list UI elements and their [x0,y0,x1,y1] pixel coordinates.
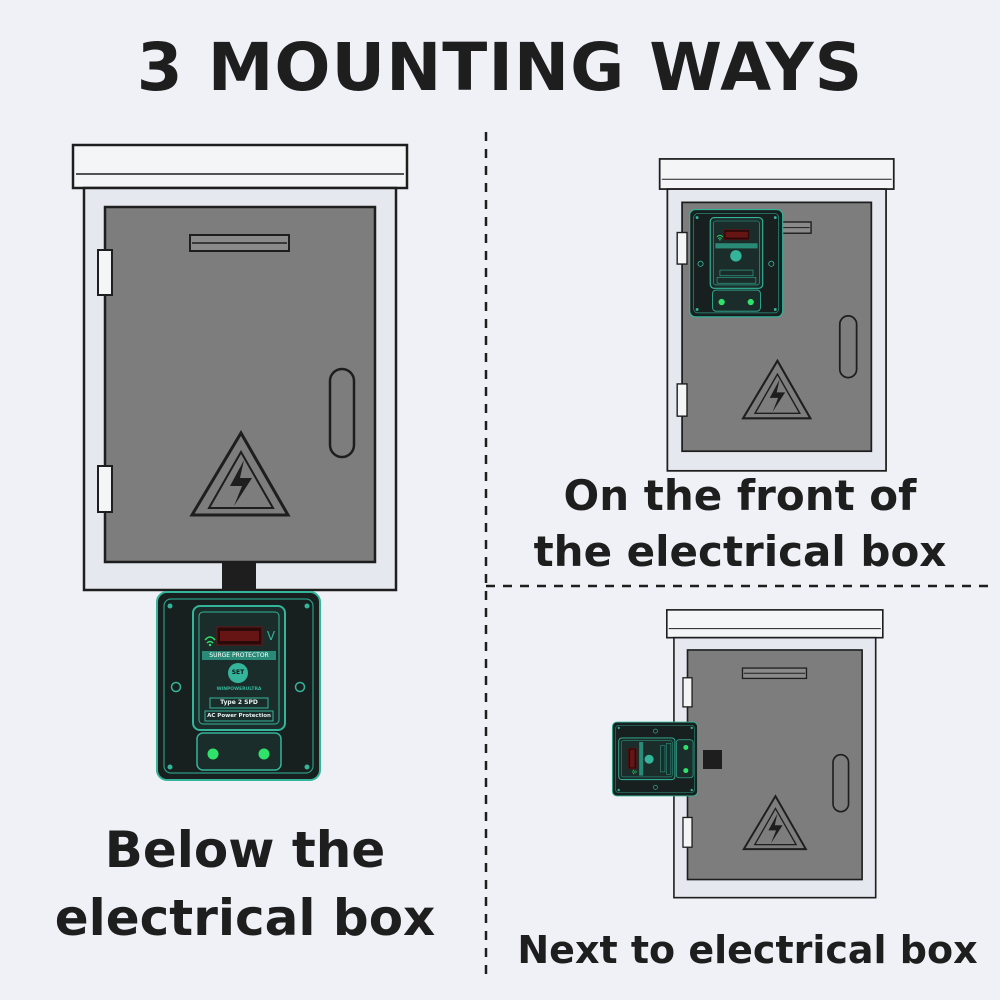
conduit-below [222,562,256,594]
scene-front-of-box [658,157,895,472]
brand-label: WINPOWERULTRA [216,687,262,692]
caption-front-line2: the electrical box [533,527,947,576]
caption-below-line1: Below the [104,821,386,879]
ac-label: AC Power Protection [207,713,271,719]
electrical-box-large [71,143,409,592]
surge-label: SURGE PROTECTOR [209,652,269,659]
caption-front: On the front of the electrical box [500,468,980,580]
unit-label: V [266,629,276,643]
scene-below-box [71,143,409,781]
surge-protector-side [611,721,699,797]
caption-next: Next to electrical box [517,928,978,972]
caption-below-line2: electrical box [54,889,436,947]
conduit-side [703,750,722,769]
caption-front-line1: On the front of [563,471,917,520]
surge-protector-front [689,209,784,318]
scene-next-to-box [611,608,884,899]
electrical-box-side [665,608,884,899]
caption-below: Below the electrical box [20,816,470,952]
page-title: 3 MOUNTING WAYS [136,29,864,106]
set-button-icon: SET [231,669,245,676]
type-label: Type 2 SPD [220,699,258,706]
